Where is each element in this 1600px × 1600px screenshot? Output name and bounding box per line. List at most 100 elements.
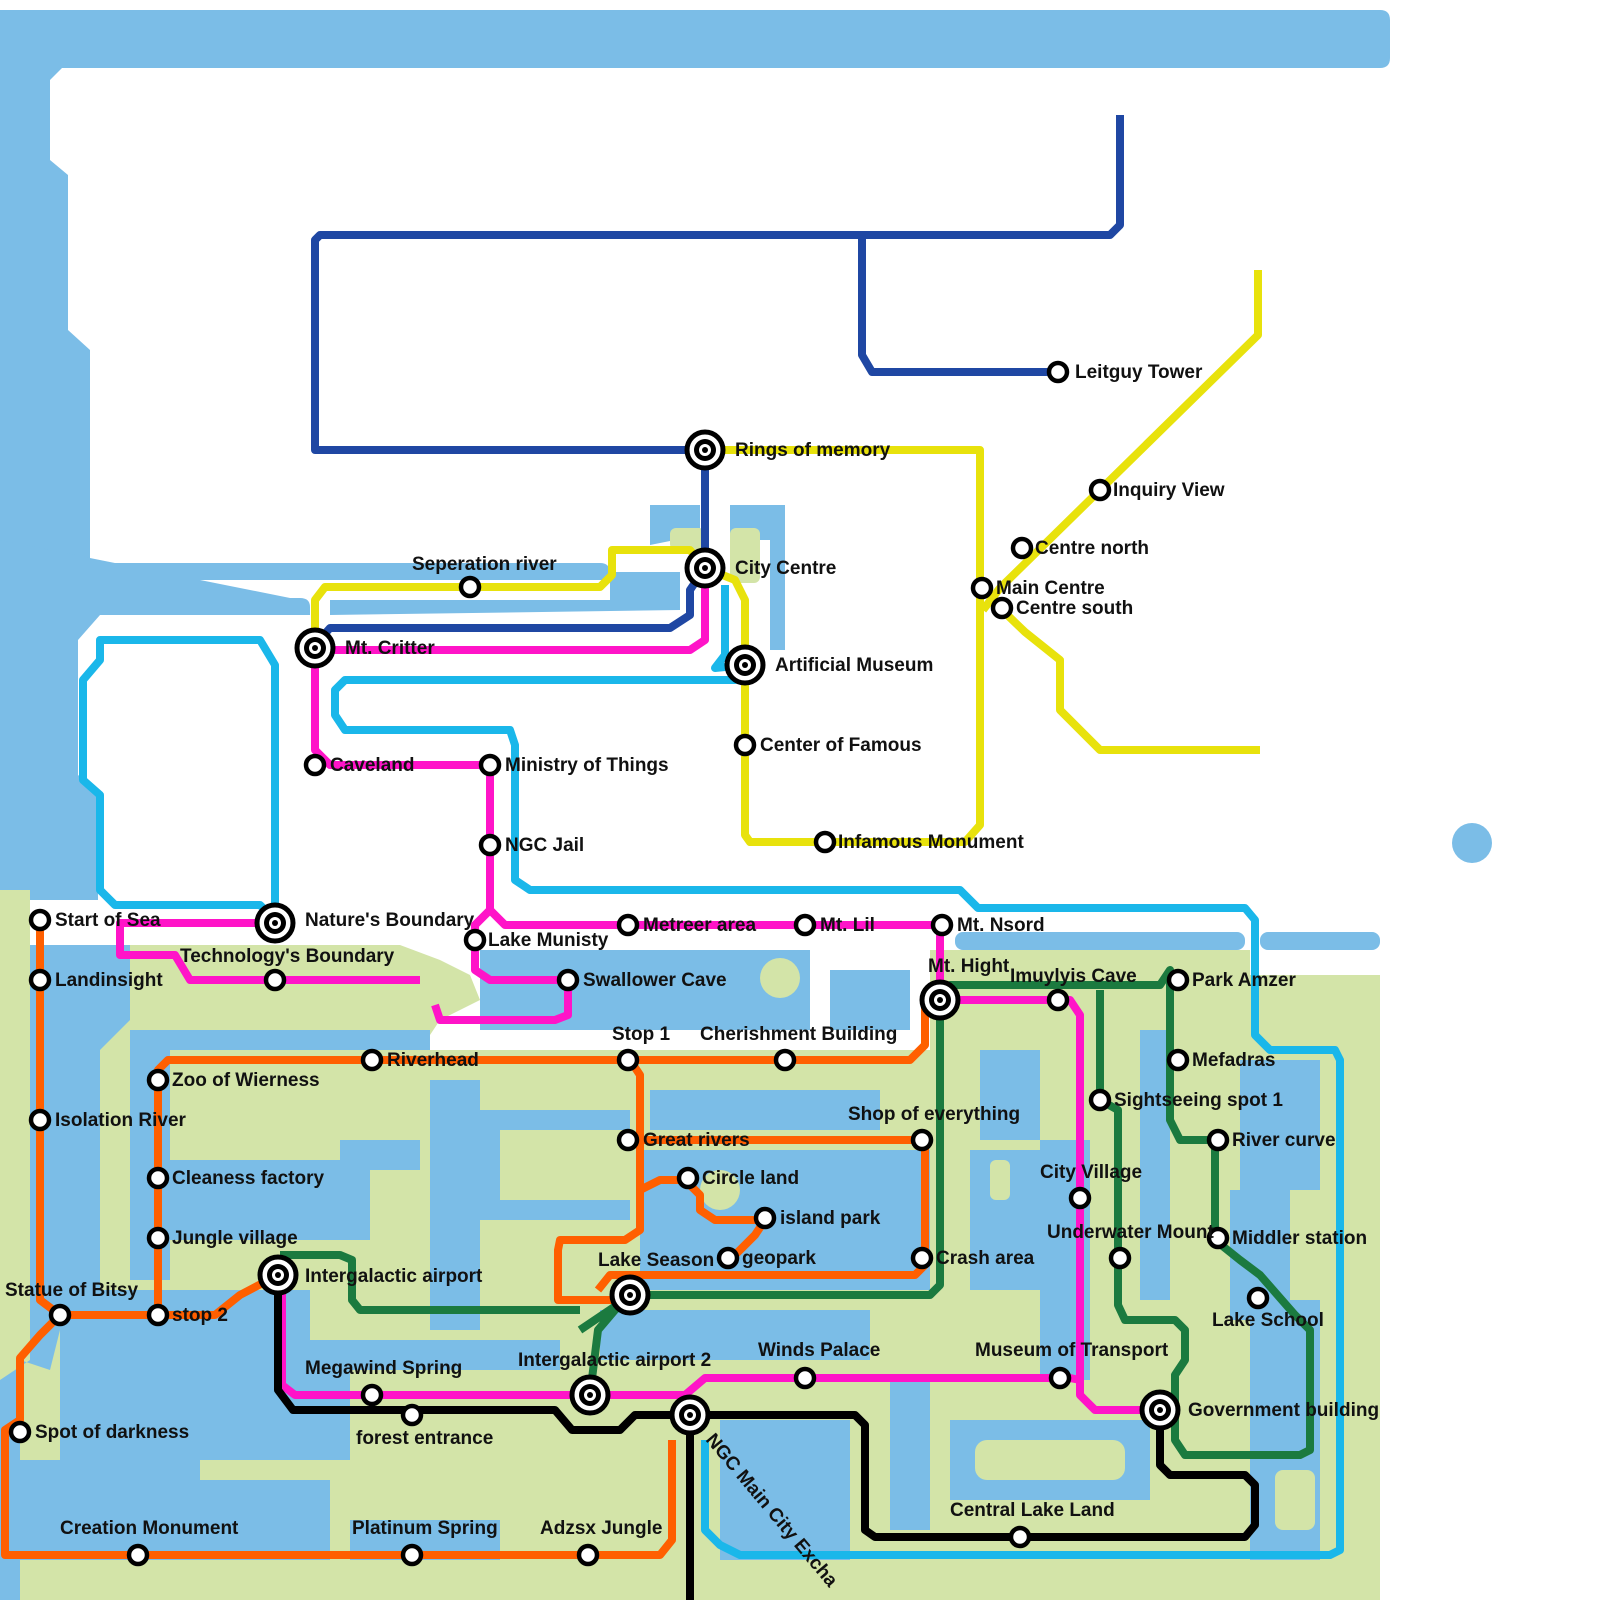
label-underwater-mount: Underwater Mount <box>1047 1222 1214 1243</box>
label-jungle-village: Jungle village <box>172 1228 298 1249</box>
water-north-pool-2 <box>730 505 785 650</box>
water-south-4 <box>170 1160 340 1240</box>
stop-mefadras <box>1166 1048 1190 1072</box>
stop-main-centre <box>970 576 994 600</box>
hub-mt-hight <box>919 979 961 1021</box>
hub-government-building <box>1139 1389 1181 1431</box>
stop-shop-of-everything <box>910 1128 934 1152</box>
label-mt-hight: Mt. Hight <box>928 956 1010 977</box>
label-centre-north: Centre north <box>1035 538 1149 559</box>
hub-intergalactic-airport-2 <box>569 1374 611 1416</box>
stop-megawind-spring <box>360 1383 384 1407</box>
label-metreer-area: Metreer area <box>643 915 756 936</box>
stop-cherishment-building <box>773 1048 797 1072</box>
water-south-23 <box>890 1380 930 1530</box>
water-south-22 <box>720 1420 850 1560</box>
label-ministry-of-things: Ministry of Things <box>505 755 669 776</box>
water-south-19 <box>20 1460 60 1560</box>
label-seperation-river: Seperation river <box>412 554 557 575</box>
label-circle-land: Circle land <box>702 1168 799 1189</box>
stop-island-park <box>753 1206 777 1230</box>
label-great-rivers: Great rivers <box>643 1130 750 1151</box>
label-mefadras: Mefadras <box>1192 1050 1275 1071</box>
label-main-centre: Main Centre <box>996 578 1105 599</box>
stop-lake-school <box>1246 1286 1270 1310</box>
stations <box>8 360 1270 1567</box>
label-forest-entrance: forest entrance <box>356 1428 493 1449</box>
hub-artificial-museum <box>724 644 766 686</box>
stop-jungle-village <box>146 1226 170 1250</box>
water-south-8 <box>650 1090 880 1130</box>
stop-underwater-mount <box>1108 1246 1132 1270</box>
label-center-of-famous: Center of Famous <box>760 735 922 756</box>
label-imuylyis-cave: Imuylyis Cave <box>1010 966 1137 987</box>
stop-middler-station <box>1206 1226 1230 1250</box>
label-crash-area: Crash area <box>936 1248 1035 1269</box>
label-geopark: geopark <box>742 1248 816 1269</box>
label-lake-school: Lake School <box>1212 1310 1324 1331</box>
stop-technologys-boundary <box>263 968 287 992</box>
label-mt-critter: Mt. Critter <box>345 638 435 659</box>
label-lake-season: Lake Season <box>598 1250 714 1271</box>
stop-caveland <box>303 753 327 777</box>
water-south-5 <box>340 1140 420 1240</box>
stop-forest-entrance <box>400 1403 424 1427</box>
water-channel-1 <box>95 563 610 580</box>
stop-creation-monument <box>126 1543 150 1567</box>
stop-lake-munisty <box>463 928 487 952</box>
labels: Rings of memory Leitguy Tower Inquiry Vi… <box>5 362 1379 1592</box>
stop-leitguy-tower <box>1046 360 1070 384</box>
label-zoo-of-wierness: Zoo of Wierness <box>172 1070 320 1091</box>
label-intergalactic-airport-2: Intergalactic airport 2 <box>518 1350 711 1371</box>
line-black <box>274 1275 1259 1541</box>
label-cleaness-factory: Cleaness factory <box>172 1168 325 1189</box>
water-south-7 <box>480 1110 630 1220</box>
line-green <box>936 966 1314 1459</box>
label-shop-of-everything: Shop of everything <box>848 1104 1020 1125</box>
water-south-west <box>0 945 130 1600</box>
water-south-12 <box>970 1150 1040 1290</box>
label-island-park: island park <box>780 1208 881 1229</box>
label-megawind-spring: Megawind Spring <box>305 1358 462 1379</box>
label-rings-of-memory: Rings of memory <box>735 440 891 461</box>
stop-sightseeing-spot-1 <box>1088 1088 1112 1112</box>
label-mt-nsord: Mt. Nsord <box>957 915 1045 936</box>
water-south-18 <box>60 1330 200 1560</box>
hub-rings-of-memory <box>684 429 726 471</box>
label-stop-1: Stop 1 <box>612 1024 670 1045</box>
water-channel-2 <box>95 598 310 615</box>
label-caveland: Caveland <box>330 755 414 776</box>
line-cyan-west <box>79 636 279 923</box>
stop-stop-1 <box>616 1048 640 1072</box>
label-ngc-jail: NGC Jail <box>505 835 584 856</box>
stop-center-of-famous <box>733 733 757 757</box>
hub-city-centre <box>684 547 726 589</box>
stop-isolation-river <box>28 1108 52 1132</box>
label-landinsight: Landinsight <box>55 970 163 991</box>
stop-circle-land <box>676 1166 700 1190</box>
label-natures-boundary: Nature's Boundary <box>305 910 475 931</box>
line-orange-circle <box>638 1176 769 1258</box>
label-central-lake-land: Central Lake Land <box>950 1500 1115 1521</box>
stop-river-curve <box>1206 1128 1230 1152</box>
water-south-15 <box>1240 1060 1320 1190</box>
stop-ngc-jail <box>478 833 502 857</box>
label-park-amzer: Park Amzer <box>1192 970 1296 991</box>
label-museum-of-transport: Museum of Transport <box>975 1340 1169 1361</box>
stop-infamous-monument <box>813 830 837 854</box>
water-seperation <box>330 572 680 615</box>
stop-crash-area <box>910 1246 934 1270</box>
stop-metreer-area <box>616 913 640 937</box>
land-islet-1 <box>760 958 800 998</box>
stop-spot-of-darkness <box>8 1420 32 1444</box>
water-south-2 <box>480 950 810 1030</box>
line-magenta <box>311 568 1155 1414</box>
stop-great-rivers <box>616 1128 640 1152</box>
label-sightseeing-spot-1: Sightseeing spot 1 <box>1114 1090 1283 1111</box>
stop-ministry-of-things <box>478 753 502 777</box>
line-yellow-ne <box>979 270 1262 613</box>
hub-natures-boundary <box>254 902 296 944</box>
stop-inquiry-view <box>1088 478 1112 502</box>
stop-adzsx-jungle <box>576 1543 600 1567</box>
terrain <box>0 10 1492 1600</box>
